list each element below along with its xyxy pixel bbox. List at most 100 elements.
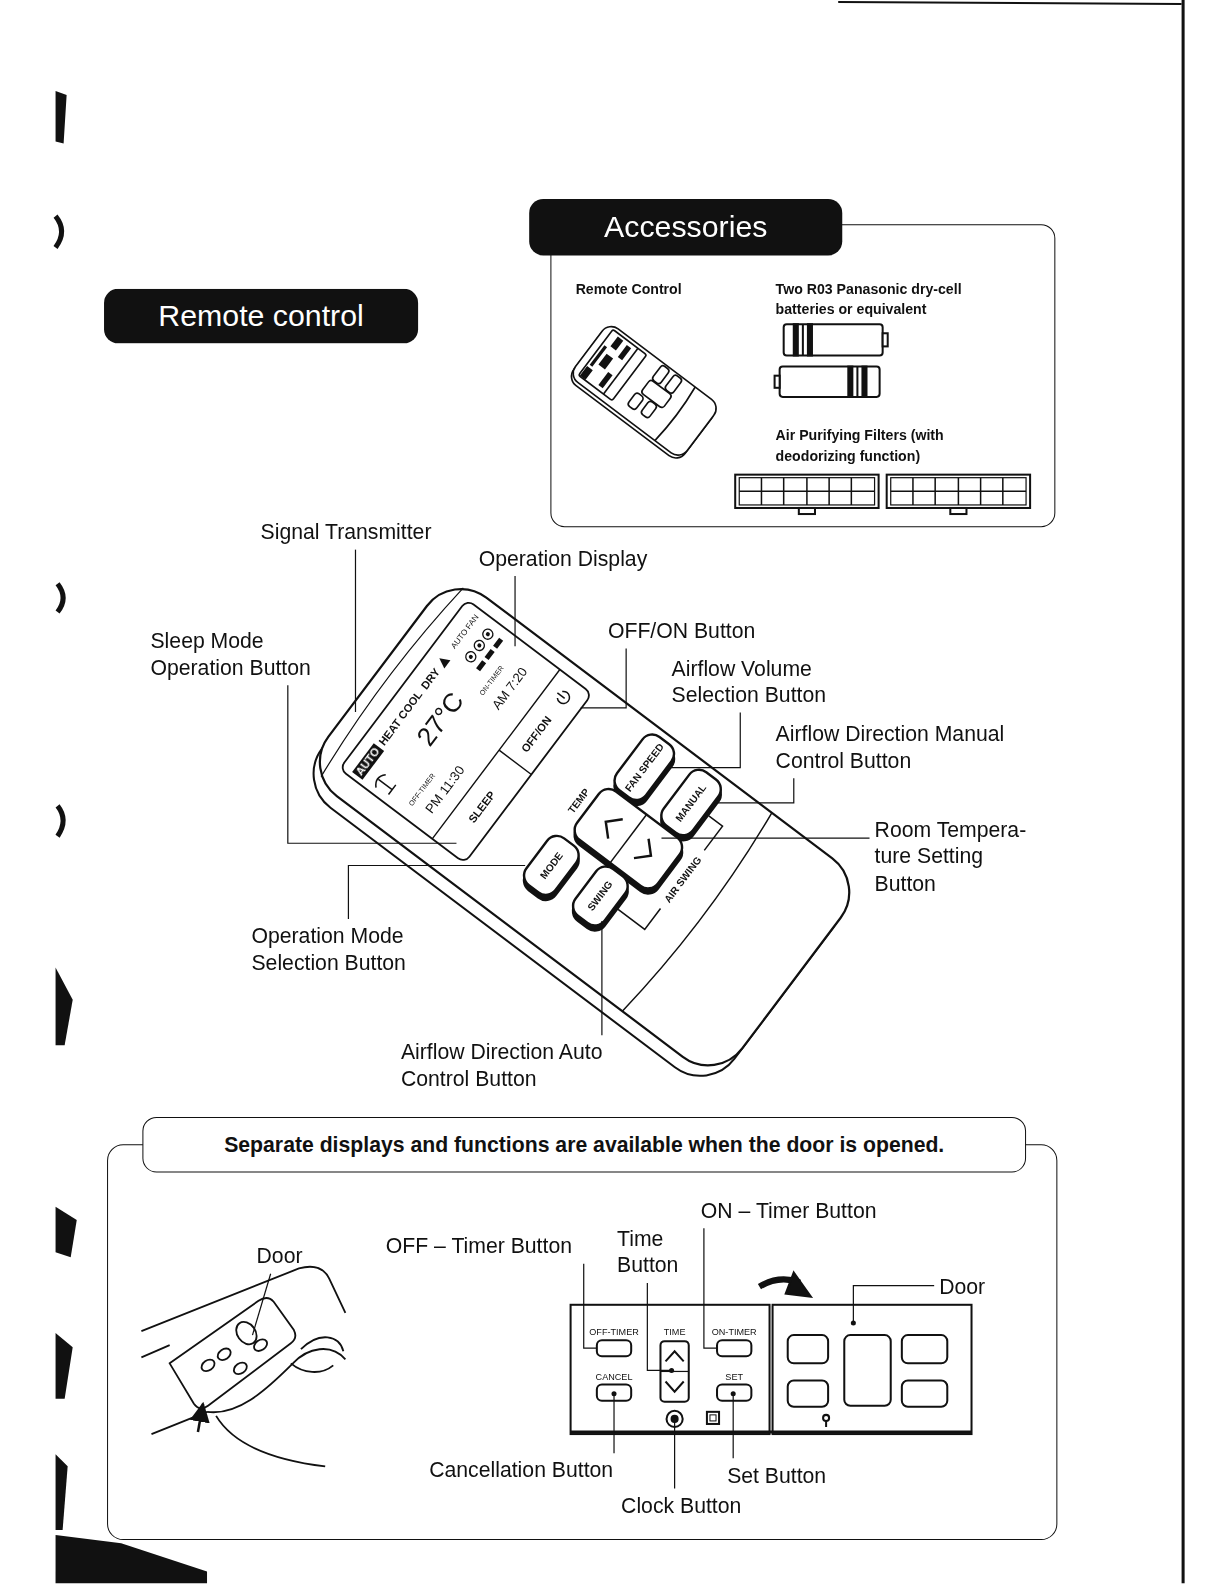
- callout-label: Set Button: [727, 1462, 826, 1489]
- remote-thumbnail: [627, 392, 644, 411]
- scan-marks: [58, 584, 64, 612]
- leader-line: [661, 838, 869, 839]
- leader-line: [674, 1420, 675, 1489]
- bracket: [618, 806, 722, 929]
- remote-thumbnail: [655, 387, 697, 442]
- remote-button: [517, 721, 732, 952]
- callout-label: Operation Mode Selection Button: [251, 923, 428, 976]
- callout-label: Signal Transmitter: [261, 519, 432, 546]
- callout-label: Sleep Mode Operation Button: [150, 628, 332, 681]
- open-panel-illustration: [844, 1335, 890, 1406]
- button-label: TIME: [664, 1328, 686, 1338]
- scan-marks: [56, 1535, 207, 1583]
- air-filter: [739, 478, 874, 505]
- callout-label: Time Button: [617, 1226, 690, 1279]
- open-panel-illustration: [597, 1340, 631, 1356]
- callout-label: Operation Display: [479, 545, 648, 572]
- button-label: MODE: [537, 848, 567, 882]
- remote-thumbnail: [566, 322, 720, 463]
- open-panel-illustration: [786, 1272, 811, 1296]
- leader-dot: [669, 1368, 674, 1373]
- remote-illustration: [468, 654, 474, 660]
- remote-illustration: [464, 650, 478, 664]
- remote-thumbnail: [581, 367, 592, 379]
- open-panel-illustration: [672, 1416, 678, 1422]
- remote-button: [568, 862, 632, 931]
- button-label: TEMP: [564, 785, 592, 817]
- air-filter: [887, 475, 1030, 514]
- button-label: OFF/ON: [518, 712, 555, 756]
- battery: [883, 333, 888, 346]
- open-panel-illustration: [902, 1335, 947, 1363]
- callout-label: Airflow Volume Selection Button: [672, 655, 849, 708]
- battery: [856, 367, 858, 397]
- hand-opening-door: [301, 1337, 343, 1351]
- hand-opening-door: [141, 1267, 345, 1467]
- scan-marks: [56, 1207, 77, 1257]
- remote-button: [610, 815, 646, 863]
- battery: [780, 367, 880, 397]
- hand-opening-door: [207, 1349, 345, 1412]
- remote-button: [519, 831, 583, 900]
- remote-thumbnail: [569, 322, 721, 460]
- hand-opening-door: [198, 1404, 203, 1432]
- accessory-name: Air Purifying Filters (with deodorizing …: [776, 426, 998, 466]
- callout-label: Clock Button: [621, 1493, 741, 1520]
- air-filter: [735, 475, 1030, 514]
- mode-indicator: AUTO: [352, 744, 383, 780]
- remote-thumbnail: [610, 337, 623, 351]
- leader-line: [733, 1394, 734, 1459]
- fan-indicator: AUTO FAN: [448, 612, 482, 653]
- battery: [802, 324, 804, 355]
- remote-thumbnail: [578, 329, 646, 400]
- heading-band: Accessories: [529, 199, 842, 256]
- open-panel-illustration: [717, 1385, 751, 1401]
- air-filter: [735, 475, 878, 508]
- open-panel-illustration: [571, 1305, 770, 1434]
- remote-illustration: [373, 772, 397, 796]
- callout-label: OFF/ON Button: [608, 618, 755, 645]
- leader-lines: [252, 550, 934, 1489]
- open-panel-illustration: [717, 1340, 751, 1356]
- button-label: FAN SPEED: [621, 739, 667, 795]
- leader-dot: [731, 1391, 736, 1396]
- button-label: ON-TIMER: [712, 1328, 757, 1338]
- remote-thumbnail: [598, 354, 613, 370]
- battery: [848, 367, 852, 397]
- remote-illustration: [339, 600, 592, 864]
- open-panel-illustration: [660, 1341, 688, 1402]
- panel-heading: Separate displays and functions are avai…: [142, 1117, 1026, 1173]
- leader-line: [853, 1286, 934, 1323]
- callout-label: Room Tempera- ture Setting Button: [875, 817, 1042, 897]
- battery: [775, 376, 780, 388]
- scan-marks: [56, 1454, 68, 1530]
- air-filter: [799, 508, 815, 514]
- remote-illustration: [472, 638, 486, 652]
- remote-illustration: [436, 654, 450, 668]
- open-panel-illustration: [710, 1415, 716, 1421]
- hand-opening-door: [252, 1337, 269, 1353]
- open-panel-illustration: [788, 1381, 828, 1407]
- battery: [862, 367, 866, 397]
- remote-illustration: [556, 690, 572, 706]
- leader-line: [647, 1283, 671, 1370]
- button-label: OFF-TIMER: [589, 1328, 638, 1338]
- open-panel-illustration: [902, 1381, 947, 1407]
- scan-marks: [58, 806, 64, 836]
- remote-illustration: [295, 572, 866, 1093]
- open-panel-illustration: [825, 1421, 827, 1427]
- open-panel-illustration: [666, 1382, 684, 1392]
- leader-dot: [851, 1320, 856, 1325]
- scan-marks: [56, 91, 67, 144]
- callout-label: Door: [257, 1243, 303, 1270]
- open-panel-illustration: [571, 1431, 972, 1434]
- remote-illustration: [303, 572, 866, 1082]
- leader-line: [601, 921, 602, 1035]
- scan-marks: [1182, 0, 1185, 1584]
- remote-thumbnail: [640, 400, 657, 419]
- time-readout: PM 11:30: [422, 761, 469, 817]
- hand-opening-door: [216, 1346, 233, 1362]
- hand-opening-door: [199, 1357, 216, 1373]
- remote-illustration: [481, 627, 495, 641]
